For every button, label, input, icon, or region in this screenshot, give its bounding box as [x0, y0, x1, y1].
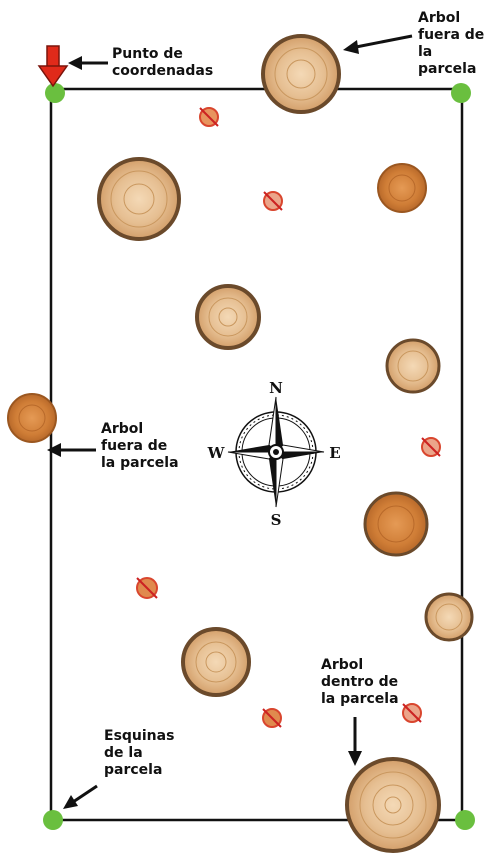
tree-stump [426, 594, 472, 640]
compass-rose-icon: N S E W [207, 379, 341, 529]
arrow-to-inside-tree [348, 717, 362, 766]
tree-stump [387, 340, 439, 392]
arrow-to-plot-corner [63, 786, 97, 809]
coordinate-arrow-icon [39, 46, 67, 86]
tree-stump [183, 629, 249, 695]
tree-stump [8, 394, 56, 442]
tree-stump [263, 36, 339, 112]
crossed-stump-icon [403, 704, 421, 722]
arrow-to-outside-tree-top [343, 36, 412, 54]
compass-east-label: E [329, 444, 340, 462]
tree-stump [197, 286, 259, 348]
crossed-stump-icon [263, 709, 281, 727]
plot-corner-bottom-left [43, 810, 63, 830]
plot-corner-bottom-right [455, 810, 475, 830]
compass-south-label: S [271, 511, 282, 529]
arrow-to-coordinate-point [68, 56, 108, 70]
crossed-stump-icon [137, 578, 157, 598]
crossed-stump-icon [264, 192, 282, 210]
compass-north-label: N [269, 379, 283, 397]
crossed-stump-icon [422, 438, 440, 456]
tree-stump [365, 493, 427, 555]
arrow-to-outside-tree-left [47, 443, 96, 457]
tree-stump [378, 164, 426, 212]
inside-tree-label: Arbol dentro de la parcela [321, 657, 399, 708]
compass-west-label: W [207, 444, 226, 462]
plot-corner-top-left [45, 83, 65, 103]
crossed-stump-icon [200, 108, 218, 126]
plot-corners-label: Esquinas de la parcela [104, 728, 174, 779]
outside-tree-label-top: Arbol fuera de la parcela [418, 10, 493, 78]
plot-corner-top-right [451, 83, 471, 103]
tree-stump [99, 159, 179, 239]
outside-tree-label-left: Arbol fuera de la parcela [101, 421, 179, 472]
coordinate-point-label: Punto de coordenadas [112, 46, 213, 80]
tree-stump [347, 759, 439, 851]
